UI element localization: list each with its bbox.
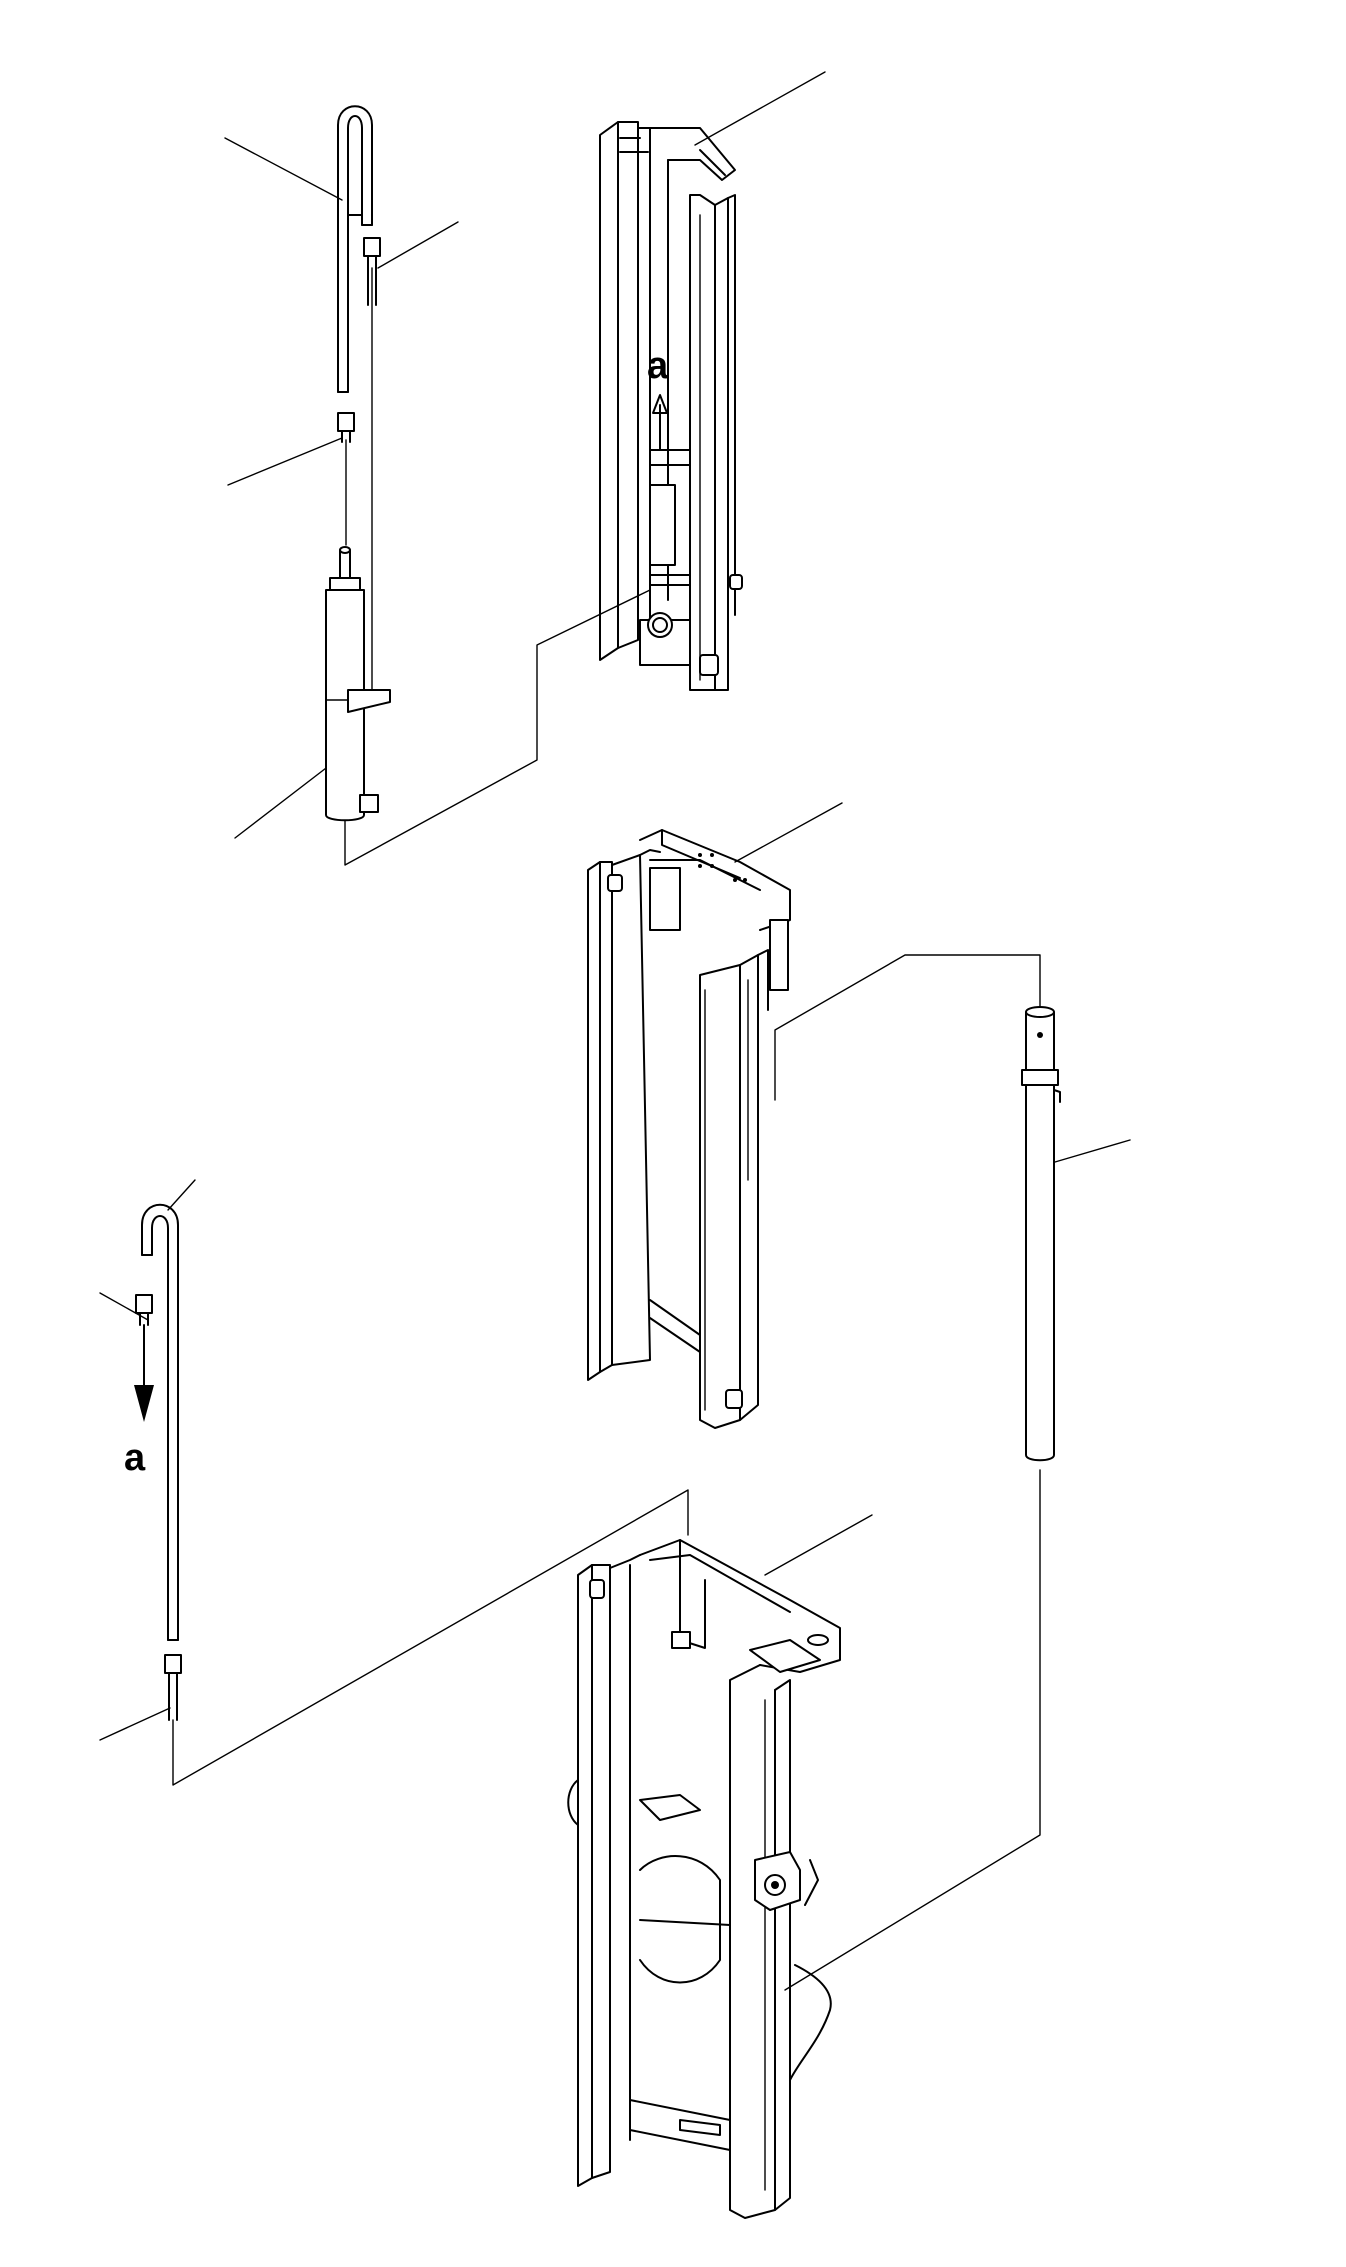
leader-line [694, 71, 826, 146]
direction-label-top: a [647, 345, 669, 387]
bolt-lower-b [164, 1654, 182, 1721]
bolt-middle [337, 412, 355, 443]
direction-label-bottom: a [124, 1437, 146, 1479]
bolt-upper [363, 237, 381, 306]
mast-upper [599, 121, 743, 691]
mast-middle [587, 829, 791, 1429]
assembly-lines [172, 267, 1041, 1991]
assembly-line-rod-to-lower-mast [784, 1469, 1041, 1991]
leader-line [377, 221, 459, 269]
assembly-line-bracket-to-lower-mast [172, 1489, 689, 1786]
assembly-line-middle-mast-to-rod [774, 954, 1041, 1101]
direction-arrow-down [134, 1385, 154, 1422]
direction-arrow-up [652, 394, 668, 414]
side-rod [1021, 1006, 1061, 1462]
leader-lines [99, 71, 1131, 1741]
lift-cylinder [325, 546, 391, 822]
leader-line [234, 764, 331, 839]
leader-line [224, 137, 343, 201]
chain-hook-lower [141, 1203, 179, 1641]
mast-lower [567, 1539, 841, 2219]
assembly-line-cylinder-to-upper-mast [344, 469, 651, 866]
bolt-lower-a [134, 1294, 154, 1422]
leader-line [227, 437, 343, 486]
leader-line [167, 1179, 196, 1211]
leader-line [734, 802, 843, 863]
chain-hook-upper [337, 105, 373, 393]
leader-line [1054, 1139, 1131, 1163]
leader-line [99, 1707, 171, 1741]
leader-line [764, 1514, 873, 1576]
